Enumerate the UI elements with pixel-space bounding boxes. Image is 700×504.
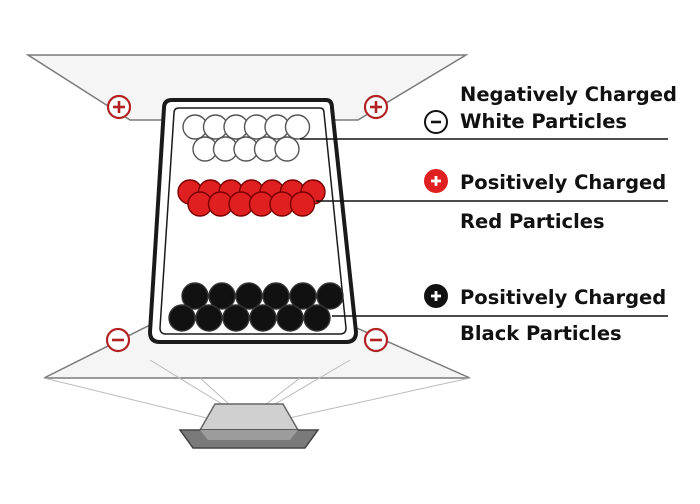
white-particles-label-line1: Negatively Charged [460, 83, 677, 106]
black-particle [303, 304, 331, 332]
plus-circle-red-icon [424, 169, 448, 193]
e-reader-screen [178, 403, 320, 449]
plus-circle-icon [363, 94, 389, 120]
projection-lines [43, 359, 471, 421]
leader-lines [300, 138, 668, 317]
plus-circle-icon [106, 94, 132, 120]
black-particle [316, 282, 344, 310]
minus-circle-icon [363, 327, 389, 353]
plus-circle-black-icon [424, 284, 448, 308]
black-particle [276, 304, 304, 332]
black-particle [208, 282, 236, 310]
black-particles-group [168, 282, 344, 332]
black-particle [168, 304, 196, 332]
black-particle [249, 304, 277, 332]
red-particle [289, 191, 316, 217]
black-particle [235, 282, 263, 310]
red-particles-label-line2: Red Particles [460, 210, 605, 233]
white-particle [284, 114, 311, 140]
black-particles-label-line1: Positively Charged [460, 286, 667, 309]
white-particles-label-line2: White Particles [460, 110, 628, 133]
black-particle [181, 282, 209, 310]
top-electrode-panel [25, 54, 469, 121]
black-particle [195, 304, 223, 332]
red-particles-group [177, 179, 326, 217]
black-particle [289, 282, 317, 310]
black-particles-label-line2: Black Particles [460, 322, 622, 345]
white-particles-group [182, 114, 311, 162]
black-particle [222, 304, 250, 332]
minus-circle-outline-icon [424, 110, 448, 134]
white-particle [274, 136, 300, 162]
black-particle [262, 282, 290, 310]
minus-circle-icon [105, 327, 131, 353]
red-particles-label-line1: Positively Charged [460, 171, 667, 194]
